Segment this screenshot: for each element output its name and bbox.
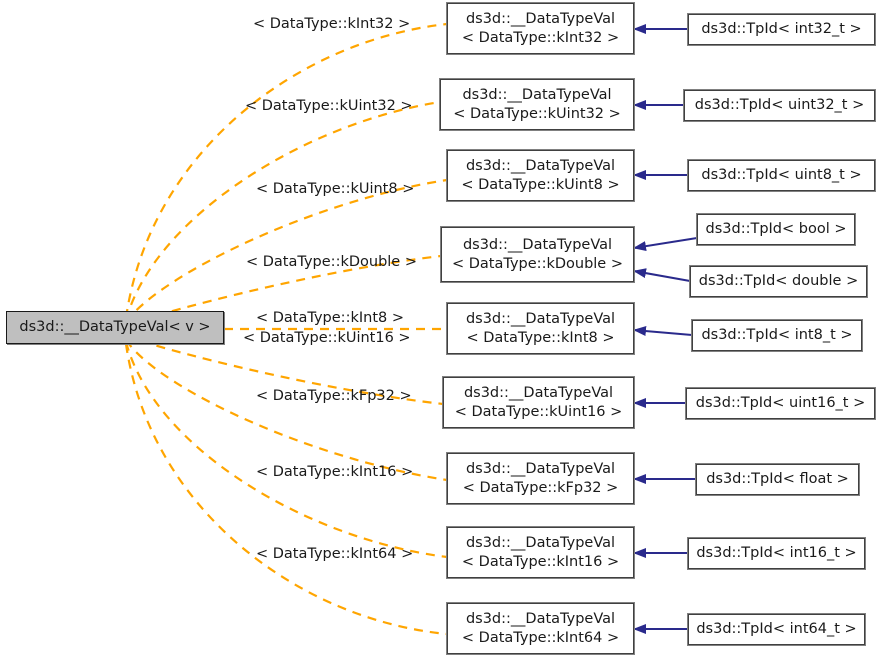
node-datatypeval-kint32[interactable]: ds3d::__DataTypeVal < DataType::kInt32 > (446, 2, 635, 55)
node-tpid-int64[interactable]: ds3d::TpId< int64_t > (687, 613, 866, 646)
node-label-line1: ds3d::__DataTypeVal (462, 86, 612, 103)
node-label: ds3d::TpId< uint16_t > (695, 395, 866, 411)
node-label: ds3d::TpId< bool > (705, 221, 847, 237)
node-label-line1: ds3d::__DataTypeVal (465, 157, 616, 174)
node-label-line2: < DataType::kUint8 > (461, 176, 620, 193)
node-label-line1: ds3d::__DataTypeVal (465, 610, 616, 627)
node-datatypeval-kdouble[interactable]: ds3d::__DataTypeVal < DataType::kDouble … (440, 226, 635, 283)
edge-label-kint32: < DataType::kInt32 > (253, 16, 411, 32)
node-root[interactable]: ds3d::__DataTypeVal< v > (6, 311, 224, 344)
node-label: ds3d::TpId< uint32_t > (694, 97, 865, 113)
node-datatypeval-kfp32[interactable]: ds3d::__DataTypeVal < DataType::kFp32 > (446, 452, 635, 505)
node-tpid-uint16[interactable]: ds3d::TpId< uint16_t > (685, 387, 876, 420)
edge-label-kfp32: < DataType::kFp32 > (256, 388, 412, 404)
node-label-line1: ds3d::__DataTypeVal (465, 10, 616, 27)
node-datatypeval-kuint32[interactable]: ds3d::__DataTypeVal < DataType::kUint32 … (439, 78, 635, 131)
edge-label-kuint32: < DataType::kUint32 > (245, 98, 413, 114)
node-datatypeval-kuint16[interactable]: ds3d::__DataTypeVal < DataType::kUint16 … (442, 376, 635, 429)
node-label-line2: < DataType::kFp32 > (462, 479, 619, 496)
template-edge-kint32 (120, 22, 448, 329)
node-tpid-int8[interactable]: ds3d::TpId< int8_t > (691, 319, 863, 352)
edge-label-kuint16: < DataType::kUint16 > (243, 330, 411, 346)
node-label: ds3d::TpId< int16_t > (696, 545, 857, 561)
node-datatypeval-kuint8[interactable]: ds3d::__DataTypeVal < DataType::kUint8 > (446, 149, 635, 202)
edge-label-kdouble: < DataType::kDouble > (246, 254, 417, 270)
edge-label-kint16: < DataType::kInt16 > (256, 464, 414, 480)
node-datatypeval-kint64[interactable]: ds3d::__DataTypeVal < DataType::kInt64 > (446, 602, 635, 655)
node-label-line1: ds3d::__DataTypeVal (465, 534, 616, 551)
node-tpid-float[interactable]: ds3d::TpId< float > (695, 463, 860, 496)
node-tpid-int16[interactable]: ds3d::TpId< int16_t > (687, 537, 866, 570)
node-label-line1: ds3d::__DataTypeVal (463, 384, 614, 401)
node-label-line1: ds3d::__DataTypeVal (465, 460, 616, 477)
node-label-line2: < DataType::kInt32 > (461, 29, 620, 46)
node-label-line2: < DataType::kUint16 > (454, 403, 623, 420)
template-edge-kuint8 (116, 178, 448, 333)
node-label-line2: < DataType::kUint32 > (453, 105, 621, 122)
node-datatypeval-kint16[interactable]: ds3d::__DataTypeVal < DataType::kInt16 > (446, 526, 635, 579)
template-edge-kfp32 (116, 329, 448, 482)
node-tpid-bool[interactable]: ds3d::TpId< bool > (696, 213, 856, 246)
node-label-line2: < DataType::kInt16 > (461, 553, 620, 570)
edge-label-kint64: < DataType::kInt64 > (256, 546, 414, 562)
node-label-line2: < DataType::kDouble > (452, 255, 623, 272)
edge-label-kint8: < DataType::kInt8 > (256, 310, 404, 326)
node-label-line1: ds3d::__DataTypeVal (462, 236, 613, 253)
edge-label-kuint8: < DataType::kUint8 > (256, 181, 415, 197)
inherit-edge-int8 (633, 326, 693, 337)
inherit-edge-bool (633, 237, 698, 252)
node-label: ds3d::TpId< double > (698, 273, 859, 289)
node-datatypeval-kint8[interactable]: ds3d::__DataTypeVal < DataType::kInt8 > (446, 302, 635, 355)
node-root-label: ds3d::__DataTypeVal< v > (19, 319, 211, 335)
node-label: ds3d::TpId< int32_t > (701, 21, 862, 37)
template-edge-kuint32 (118, 99, 448, 331)
node-label-line2: < DataType::kInt64 > (461, 629, 620, 646)
node-tpid-uint8[interactable]: ds3d::TpId< uint8_t > (687, 159, 876, 192)
node-label-line2: < DataType::kInt8 > (466, 329, 615, 346)
node-label: ds3d::TpId< float > (706, 471, 849, 487)
node-tpid-int32[interactable]: ds3d::TpId< int32_t > (687, 13, 876, 46)
node-label: ds3d::TpId< int64_t > (696, 621, 857, 637)
node-label: ds3d::TpId< int8_t > (701, 327, 853, 343)
node-label-line1: ds3d::__DataTypeVal (465, 310, 616, 327)
template-edge-kint16 (119, 331, 448, 559)
node-label: ds3d::TpId< uint8_t > (701, 167, 862, 183)
inherit-edge-double (633, 268, 691, 282)
node-tpid-uint32[interactable]: ds3d::TpId< uint32_t > (683, 89, 876, 122)
node-tpid-double[interactable]: ds3d::TpId< double > (689, 265, 868, 298)
